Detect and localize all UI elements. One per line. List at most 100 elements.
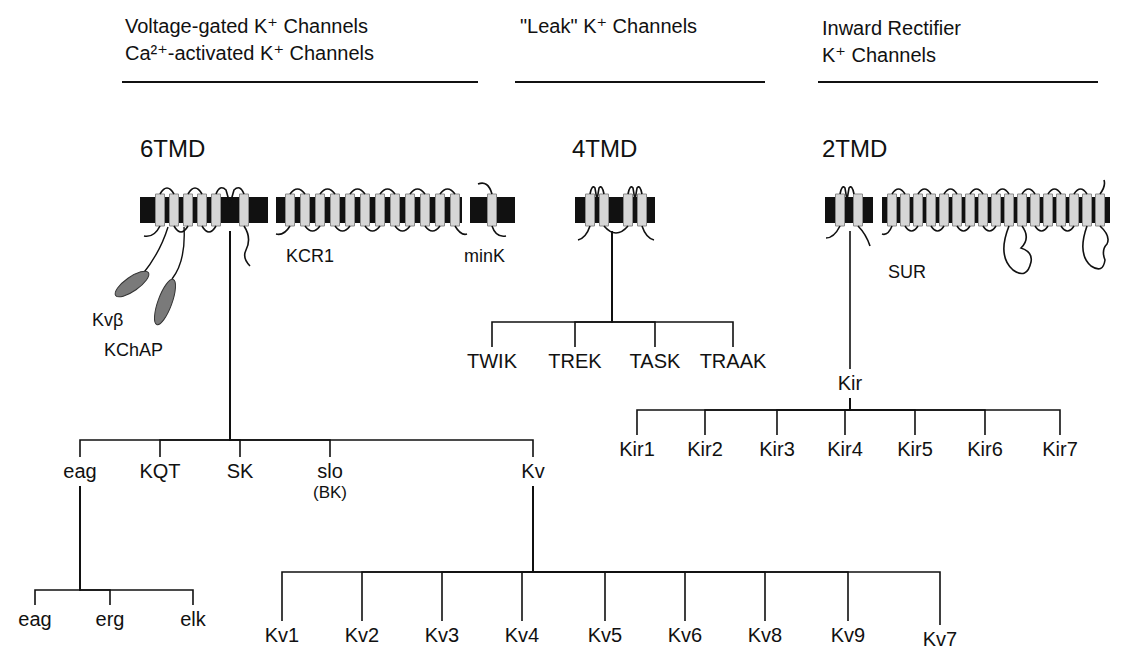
node-label: Kv2 — [345, 624, 379, 647]
subunit-label: Kvβ — [92, 310, 123, 331]
channel-family: Kv7 — [919, 626, 961, 653]
node-label: Kir6 — [967, 438, 1003, 461]
tree-connector — [637, 398, 850, 435]
node-label: 4TMD — [572, 135, 666, 163]
tree-connector — [850, 398, 985, 435]
subunit-label: KChAP — [104, 340, 163, 361]
tree-connector — [612, 231, 655, 347]
channel-family: eag — [14, 606, 55, 633]
channel-family: KQT — [135, 458, 184, 485]
node-label: Kir — [838, 372, 862, 395]
transmembrane-helix — [888, 194, 1105, 226]
tree-connector — [533, 486, 848, 621]
heading-rule — [515, 81, 765, 83]
category-heading: Voltage-gated K⁺ Channels — [125, 15, 368, 38]
node-label: (BK) — [313, 483, 347, 503]
node-label: slo — [313, 460, 347, 483]
loop-line — [144, 188, 250, 266]
tree-connector — [533, 486, 685, 621]
tree-connector — [533, 486, 940, 625]
channel-family: Kir4 — [823, 436, 867, 463]
channel-family: slo(BK) — [309, 458, 351, 505]
channel-family: Kv9 — [827, 622, 869, 649]
channel-family: Kir6 — [963, 436, 1007, 463]
node-label: 6TMD — [140, 135, 276, 163]
channel-family: Kv4 — [501, 622, 543, 649]
subunit-label: SUR — [888, 262, 926, 283]
subunit-label: KCR1 — [286, 246, 334, 267]
channel-family: Kir1 — [615, 436, 659, 463]
tree-connector — [282, 486, 533, 621]
channel-family: Kv1 — [261, 622, 303, 649]
loop-line — [882, 180, 1108, 274]
channel-family: erg — [92, 606, 129, 633]
node-label: TWIK — [467, 350, 517, 373]
topology-class: 6TMD — [140, 135, 276, 230]
transmembrane-helix — [836, 194, 863, 226]
node-label: Kv — [521, 460, 544, 483]
kchap-shape — [150, 277, 180, 327]
tree-connector — [522, 486, 533, 621]
tree-connector — [850, 398, 1060, 435]
channel-family: TWIK — [463, 348, 521, 375]
node-label: Kir1 — [619, 438, 655, 461]
node-label: Kir3 — [759, 438, 795, 461]
channel-family: TASK — [626, 348, 685, 375]
tree-connector — [575, 231, 612, 347]
loop-line — [478, 183, 506, 236]
channel-family: TRAAK — [696, 348, 771, 375]
tree-connector — [230, 231, 533, 457]
node-label: TREK — [548, 350, 601, 373]
topology-class: 2TMD — [822, 135, 898, 230]
node-label: eag — [63, 460, 96, 483]
tree-connector — [160, 231, 230, 457]
node-label: Kv5 — [588, 624, 622, 647]
tree-connector — [705, 398, 850, 435]
tree-connector — [612, 231, 733, 347]
node-label: Kv7 — [923, 628, 957, 651]
node-label: Kv8 — [748, 624, 782, 647]
membrane-band — [825, 197, 873, 223]
tree-connector — [35, 486, 80, 605]
category-heading: Inward Rectifier K⁺ Channels — [822, 15, 980, 69]
tree-connector — [80, 231, 230, 457]
heading-rule — [818, 81, 1098, 83]
topology-class: 4TMD — [572, 135, 666, 230]
tree-connector — [492, 231, 612, 347]
loop-line — [578, 187, 654, 240]
channel-family: Kv2 — [341, 622, 383, 649]
node-label: Kv9 — [831, 624, 865, 647]
channel-family: Kir — [834, 370, 866, 397]
channel-family: Kv — [517, 458, 548, 485]
tree-connector — [80, 486, 193, 605]
channel-family: Kir2 — [683, 436, 727, 463]
node-label: erg — [96, 608, 125, 631]
tree-connector — [230, 231, 240, 457]
channel-family: Kir3 — [755, 436, 799, 463]
tree-connector — [777, 398, 850, 435]
tree-connector — [850, 398, 915, 435]
channel-family: Kv6 — [664, 622, 706, 649]
node-label: eag — [18, 608, 51, 631]
node-label: 2TMD — [822, 135, 898, 163]
heading-rule — [122, 81, 478, 83]
beta-subunit-shape — [112, 267, 153, 301]
tree-connector — [849, 231, 851, 369]
tree-connector — [442, 486, 533, 621]
node-label: TASK — [630, 350, 681, 373]
channel-family: eag — [59, 458, 100, 485]
channel-family: Kv8 — [744, 622, 786, 649]
transmembrane-helix — [488, 194, 497, 226]
node-label: Kir7 — [1042, 438, 1078, 461]
subunit-label: minK — [464, 246, 505, 267]
loop-line — [826, 187, 870, 246]
channel-family: Kir5 — [893, 436, 937, 463]
node-label: Kv4 — [505, 624, 539, 647]
tree-connector — [533, 486, 765, 621]
node-label: Kv1 — [265, 624, 299, 647]
channel-family: elk — [176, 606, 210, 633]
channel-family: SK — [223, 458, 258, 485]
loop-line — [276, 189, 467, 234]
